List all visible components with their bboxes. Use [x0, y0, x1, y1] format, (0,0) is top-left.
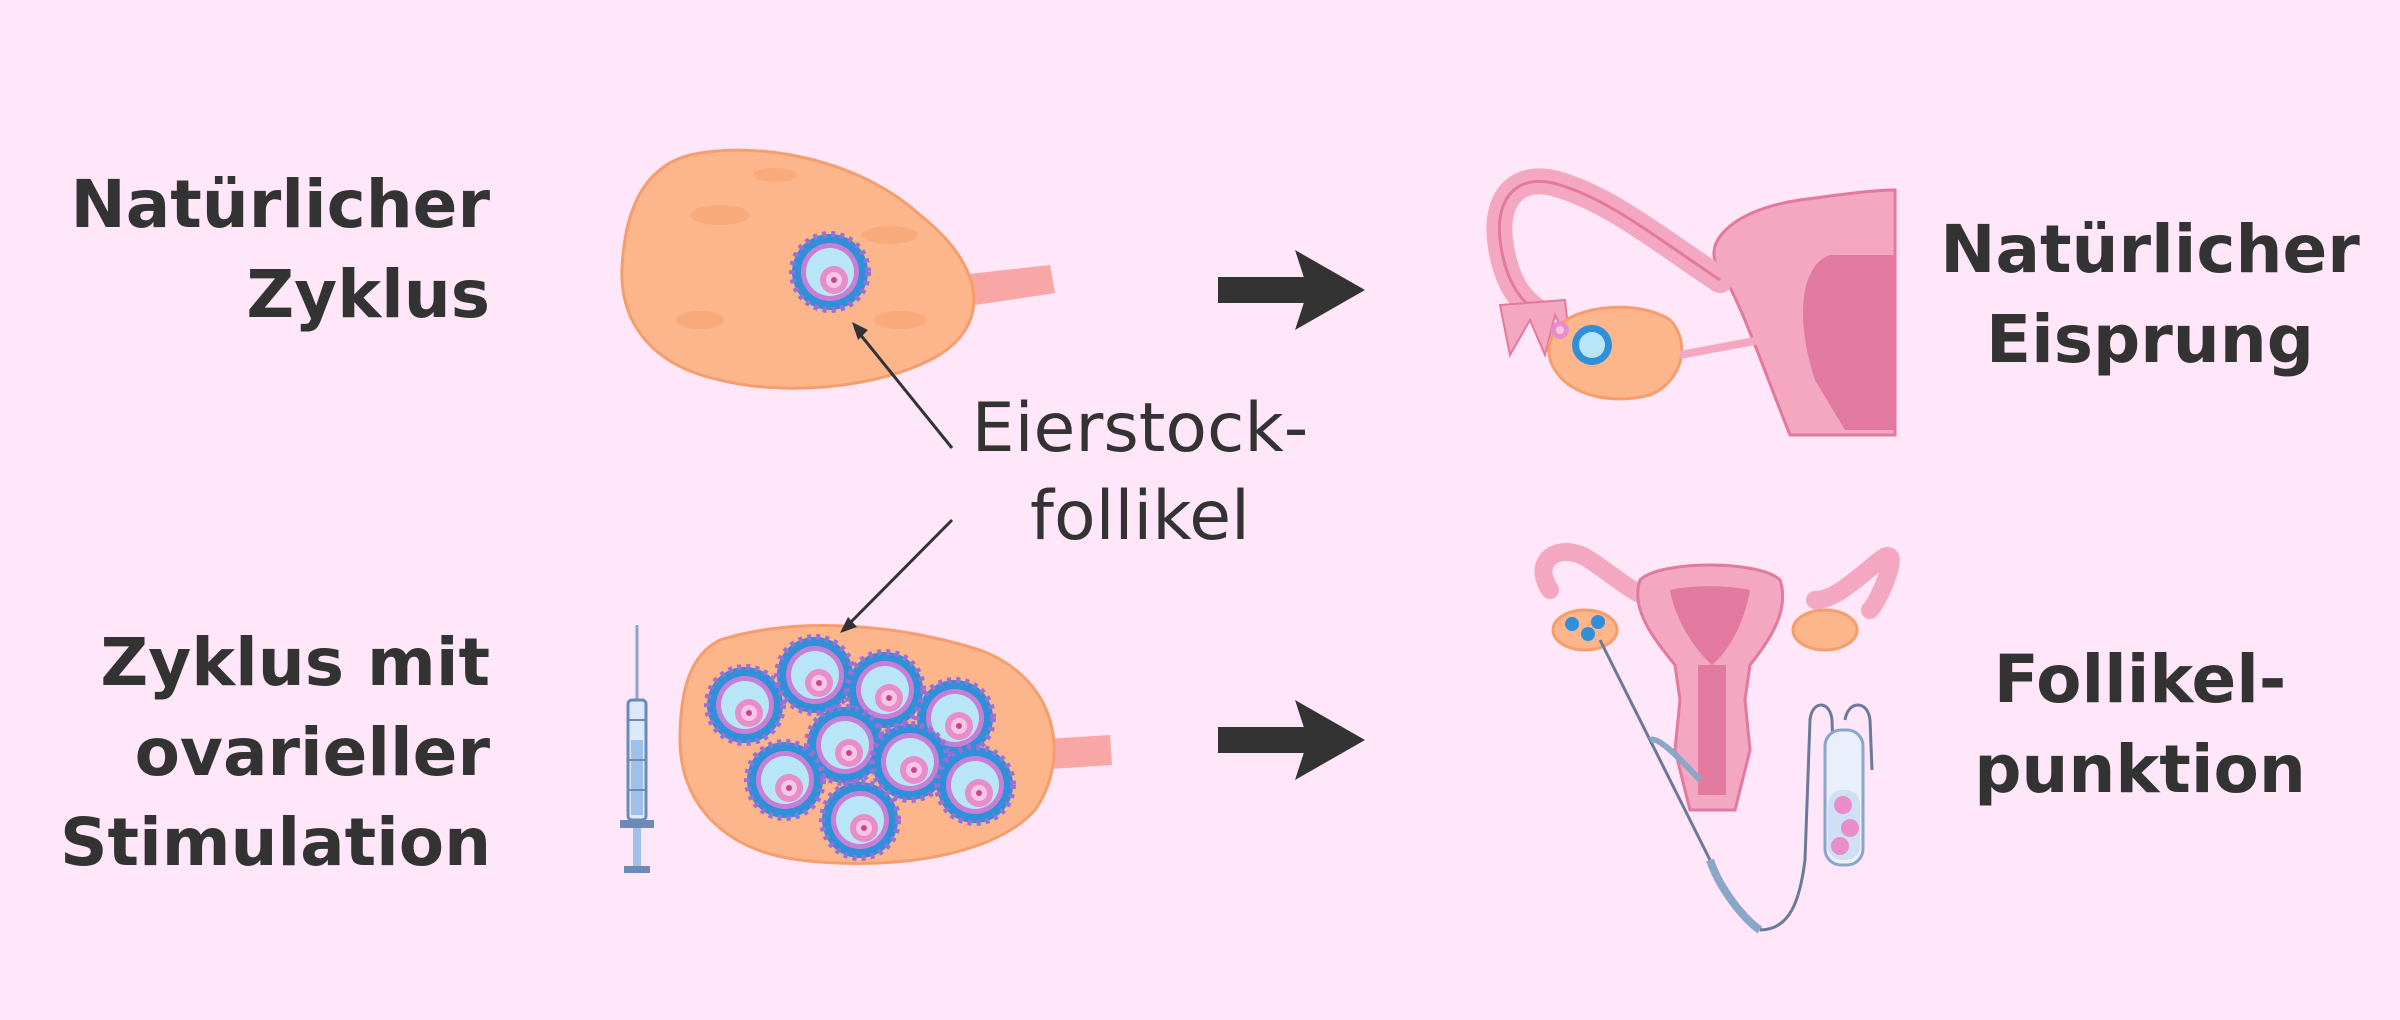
ovary-stimulated-icon	[678, 624, 1112, 865]
label-stimulated-cycle: Zyklus mit ovarieller Stimulation	[60, 618, 492, 888]
label-natural-ovulation: Natürlicher Eisprung	[1940, 205, 2360, 385]
label-natural-ovulation-line-1: Natürlicher	[1940, 211, 2360, 288]
callout-line-1: Eierstock-	[971, 389, 1309, 468]
label-follicle-puncture-line-1: Follikel-	[1993, 641, 2287, 718]
label-natural-ovulation-line-2: Eisprung	[1985, 301, 2314, 378]
label-follicle-puncture-line-2: punktion	[1974, 731, 2306, 808]
label-stimulated-cycle-line-2: ovarieller	[134, 714, 490, 791]
label-stimulated-cycle-line-3: Stimulation	[60, 804, 492, 881]
label-stimulated-cycle-line-1: Zyklus mit	[100, 624, 490, 701]
label-natural-cycle-line-1: Natürlicher	[70, 166, 490, 243]
syringe-icon	[620, 625, 654, 873]
puncture-uterus-icon	[1534, 542, 1900, 934]
callout-line-2: follikel	[1030, 477, 1250, 556]
uterus-fallopian-icon	[1486, 168, 1897, 437]
arrow-right-icon-bottom	[1218, 700, 1365, 780]
ovary-natural-icon	[620, 148, 1055, 390]
label-follicle-puncture: Follikel- punktion	[1940, 635, 2340, 815]
label-natural-cycle-line-2: Zyklus	[246, 256, 490, 333]
label-natural-cycle: Natürlicher Zyklus	[60, 160, 490, 340]
callout-ovarian-follicle: Eierstock- follikel	[940, 385, 1340, 561]
callout-pointers	[840, 322, 954, 633]
arrow-right-icon-top	[1218, 250, 1365, 330]
